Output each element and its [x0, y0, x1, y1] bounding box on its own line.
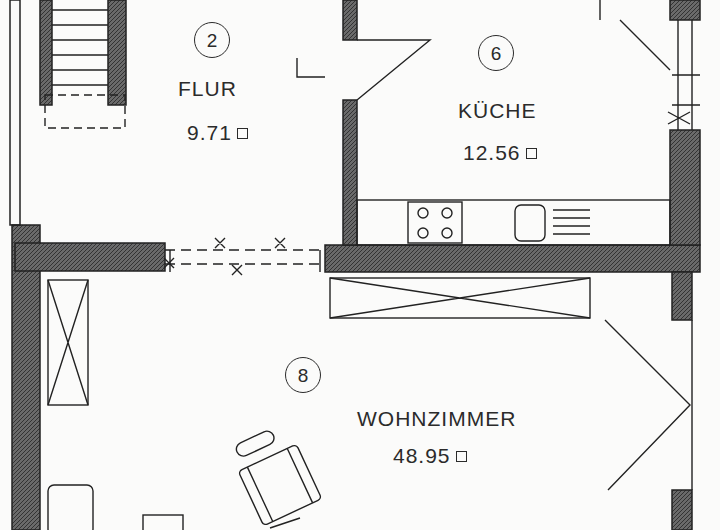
room-name-text: FLUR [178, 77, 237, 100]
callout-number: 8 [285, 357, 321, 393]
callout-number: 2 [194, 22, 230, 58]
room-name: FLUR [178, 78, 237, 99]
room-size: 48.95 [393, 445, 467, 466]
area-unit-symbol [237, 128, 248, 139]
room-name: KÜCHE [458, 100, 537, 121]
room-size: 9.71 [187, 122, 248, 143]
callout-number-text: 2 [207, 31, 218, 50]
room-name-text: WOHNZIMMER [357, 407, 516, 430]
room-size-text: 12.56 [463, 141, 521, 164]
room-area: FLUR 9.71 2 [130, 0, 343, 243]
area-unit-symbol [456, 451, 467, 462]
room-area: WOHNZIMMER 48.95 8 [40, 272, 670, 530]
room-size-text: 48.95 [393, 444, 451, 467]
callout-number: 6 [478, 35, 514, 71]
room-name-text: KÜCHE [458, 99, 537, 122]
room-name: WOHNZIMMER [357, 408, 516, 429]
room-area: KÜCHE 12.56 6 [357, 0, 670, 200]
room-size-text: 9.71 [187, 121, 232, 144]
callout-number-text: 6 [491, 44, 502, 63]
area-unit-symbol [526, 148, 537, 159]
callout-number-text: 8 [298, 366, 309, 385]
room-size: 12.56 [463, 142, 537, 163]
